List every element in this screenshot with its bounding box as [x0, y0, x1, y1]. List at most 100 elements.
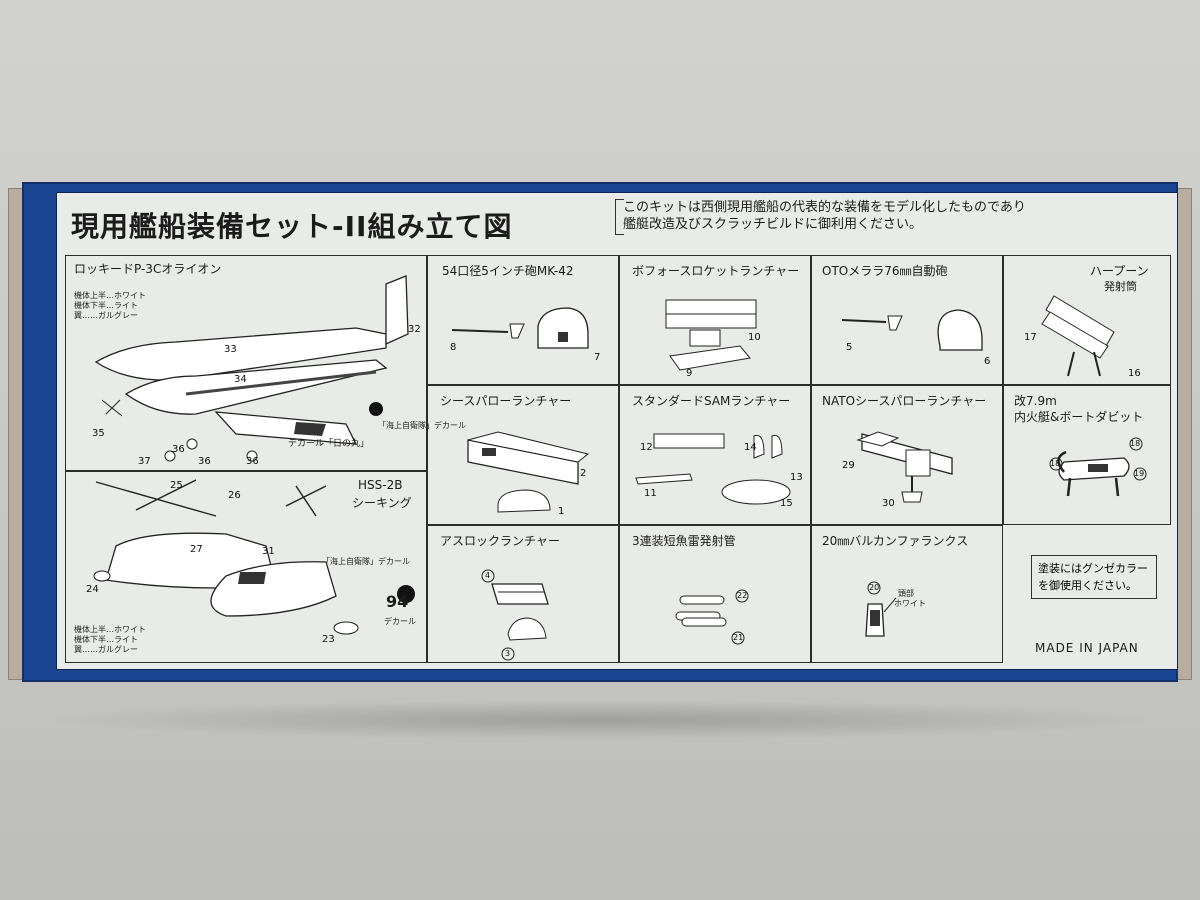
paint-note-box: 塗装にはグンゼカラー を御使用ください。	[1031, 555, 1157, 599]
oto-part-5: 5	[846, 342, 853, 353]
cell-phalanx: 20㎜バルカンファランクス 20 頭部 ホワイト	[811, 525, 1003, 663]
p3c-part-36b: 36	[198, 456, 211, 467]
boat-part-18a: 18	[1050, 459, 1061, 468]
note-line-2: 艦艇改造及びスクラッチビルドに御利用ください。	[623, 217, 923, 232]
model-kit-box: 現用艦船装備セット-II組み立て図 このキットは西側現用艦船の代表的な装備をモデ…	[22, 182, 1178, 682]
hss2b-label-2: シーキング	[352, 496, 412, 510]
boat-part-19: 19	[1134, 469, 1145, 478]
p3c-color-1: 機体上半…ホワイト	[74, 291, 146, 300]
p3c-part-35: 35	[92, 428, 105, 439]
p3c-part-34: 34	[234, 374, 247, 385]
harpoon-label: ハープーン	[1090, 264, 1149, 278]
p3c-drawing	[94, 275, 409, 462]
p3c-color-3: 翼……ガルグレー	[74, 311, 138, 320]
cell-hss2b: HSS-2B シーキング 25 26 27 31 24 23 「海上自衛隊」デカ…	[65, 471, 427, 663]
hss2b-part-25: 25	[170, 480, 183, 491]
torpedo-part-22: 22	[737, 591, 748, 600]
nato-part-30: 30	[882, 498, 895, 509]
torpedo-drawing	[675, 589, 749, 645]
boat-drawing	[1049, 437, 1147, 497]
p3c-decal-label-2: デカール「日の丸」	[288, 439, 370, 449]
standard-part-15: 15	[780, 498, 793, 509]
hss2b-part-23: 23	[322, 634, 335, 645]
seasparrow-label: シースパローランチャー	[440, 394, 572, 408]
assembly-title: 現用艦船装備セット-II組み立て図	[71, 210, 513, 243]
hss2b-drawing	[93, 479, 415, 635]
boat-label: 改7.9m	[1014, 394, 1057, 408]
asroc-part-3: 3	[505, 649, 511, 658]
cell-boat: 改7.9m 内火艇&ボートダビット 18 18 19	[1003, 385, 1171, 525]
torpedo-label: 3連装短魚雷発射管	[632, 534, 736, 548]
cell-standard: スタンダードSAMランチャー 12 14 13 11 15	[619, 385, 811, 525]
p3c-part-33: 33	[224, 344, 237, 355]
note-bracket-left	[615, 199, 624, 235]
p3c-label: ロッキードP-3Cオライオン	[74, 262, 222, 276]
cell-harpoon: ハープーン 発射筒 17 16	[1003, 255, 1171, 385]
torpedo-part-21: 21	[733, 633, 744, 642]
seasparrow-part-2: 2	[580, 468, 587, 479]
hss2b-decal-number: 94	[386, 592, 409, 611]
nato-seasparrow-label: NATOシースパローランチャー	[822, 394, 987, 408]
cell-nato-seasparrow: NATOシースパローランチャー 29 30	[811, 385, 1003, 525]
paint-note-line-1: 塗装にはグンゼカラー	[1038, 562, 1148, 575]
hss2b-decal-label: 「海上自衛隊」デカール	[322, 557, 410, 566]
harpoon-part-17: 17	[1024, 332, 1037, 343]
hss2b-color-1: 機体上半…ホワイト	[74, 625, 146, 634]
hss2b-label-1: HSS-2B	[358, 478, 403, 492]
standard-label: スタンダードSAMランチャー	[632, 394, 791, 408]
hss2b-part-27: 27	[190, 544, 203, 555]
p3c-color-2: 機体下半…ライト	[74, 301, 138, 310]
cell-seasparrow: シースパローランチャー 2 1	[427, 385, 619, 525]
oto-label: OTOメララ76㎜自動砲	[822, 264, 948, 278]
note-line-1: このキットは西側現用艦船の代表的な装備をモデル化したものであり	[623, 200, 1026, 215]
p3c-part-37: 37	[138, 456, 151, 467]
bofors-drawing	[665, 299, 757, 371]
asroc-part-4: 4	[485, 571, 491, 580]
hss2b-color-3: 翼……ガルグレー	[74, 645, 138, 654]
p3c-part-32: 32	[408, 324, 421, 335]
p3c-decal-label: 「海上自衛隊」デカール	[378, 421, 466, 430]
harpoon-drawing	[1041, 295, 1115, 377]
cell-torpedo: 3連装短魚雷発射管 22 21	[619, 525, 811, 663]
seasparrow-part-1: 1	[558, 506, 565, 517]
bofors-label: ボフォースロケットランチャー	[632, 264, 800, 278]
mk42-drawing	[451, 307, 589, 349]
seasparrow-drawing	[467, 431, 590, 513]
asroc-label: アスロックランチャー	[440, 534, 560, 548]
hss2b-part-31: 31	[262, 546, 275, 557]
hss2b-part-26: 26	[228, 490, 241, 501]
hss2b-decal-label-2: デカール	[384, 617, 416, 626]
box-flap-right	[1176, 188, 1192, 680]
cell-p3c: ロッキードP-3Cオライオン 機体上半…ホワイト 機体下半…ライト 翼……ガルグ…	[65, 255, 466, 471]
p3c-part-36a: 36	[172, 444, 185, 455]
mk42-part-7: 7	[594, 352, 601, 363]
phalanx-part-20: 20	[869, 583, 880, 592]
standard-part-12: 12	[640, 442, 653, 453]
cell-oto: OTOメララ76㎜自動砲 5 6	[811, 255, 1003, 385]
asroc-drawing	[481, 569, 549, 661]
p3c-part-36c: 36	[246, 456, 259, 467]
mk42-label: 54口径5インチ砲MK-42	[442, 264, 574, 278]
phalanx-drawing	[865, 581, 897, 637]
made-in-japan: MADE IN JAPAN	[1035, 641, 1139, 655]
cell-mk42: 54口径5インチ砲MK-42 8 7	[427, 255, 619, 385]
oto-part-6: 6	[984, 356, 991, 367]
oto-drawing	[841, 309, 983, 351]
harpoon-part-16: 16	[1128, 368, 1141, 379]
cell-bofors: ボフォースロケットランチャー 10 9	[619, 255, 811, 385]
standard-part-11: 11	[644, 488, 657, 499]
phalanx-label: 20㎜バルカンファランクス	[822, 534, 969, 548]
mk42-part-8: 8	[450, 342, 457, 353]
box-shadow	[40, 700, 1160, 740]
standard-part-13: 13	[790, 472, 803, 483]
hss2b-part-24: 24	[86, 584, 99, 595]
bofors-part-10: 10	[748, 332, 761, 343]
instruction-panel: 現用艦船装備セット-II組み立て図 このキットは西側現用艦船の代表的な装備をモデ…	[56, 192, 1178, 670]
paint-note-line-2: を御使用ください。	[1038, 579, 1137, 592]
nato-part-29: 29	[842, 460, 855, 471]
standard-part-14: 14	[744, 442, 757, 453]
standard-drawing	[635, 433, 791, 505]
kit-note: このキットは西側現用艦船の代表的な装備をモデル化したものであり 艦艇改造及びスク…	[615, 199, 1103, 235]
boat-part-18b: 18	[1130, 439, 1141, 448]
cell-asroc: アスロックランチャー 4 3	[427, 525, 619, 663]
